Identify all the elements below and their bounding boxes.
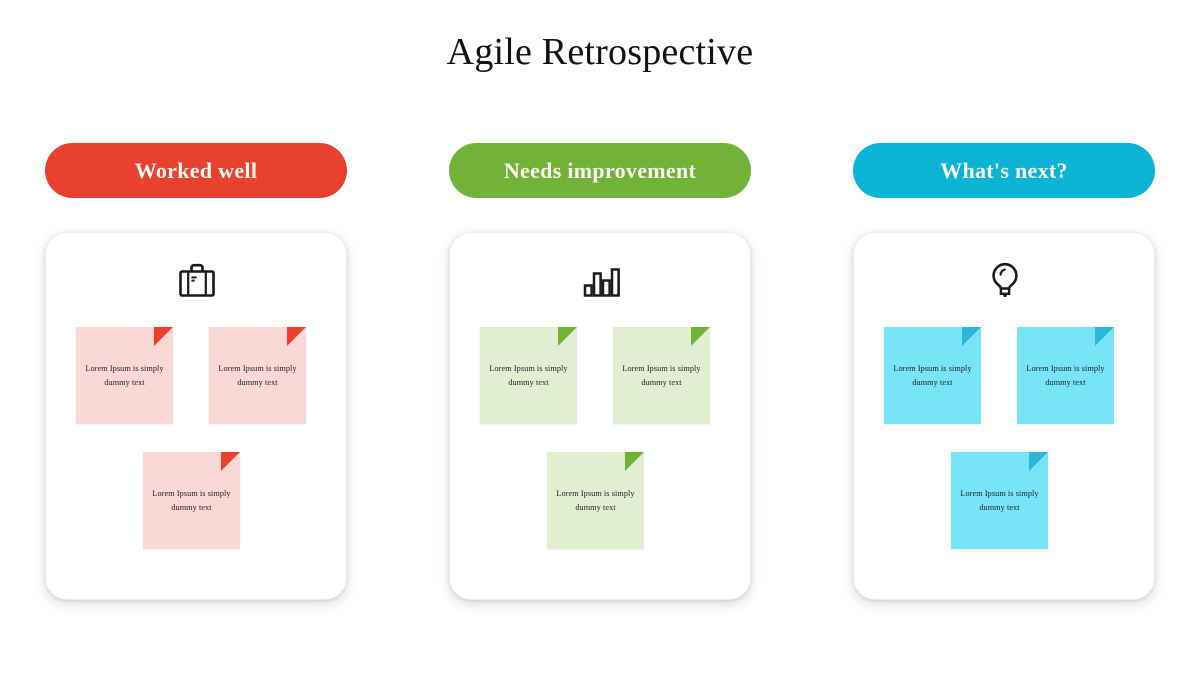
sticky-note-text: Lorem Ipsum is simply dummy text <box>893 364 972 387</box>
sticky-note-text: Lorem Ipsum is simply dummy text <box>85 364 164 387</box>
sticky-note-text: Lorem Ipsum is simply dummy text <box>152 489 231 512</box>
note-fold-icon <box>962 327 981 346</box>
sticky-note[interactable]: Lorem Ipsum is simply dummy text <box>547 452 644 549</box>
sticky-note-text: Lorem Ipsum is simply dummy text <box>622 364 701 387</box>
column-header-label: Worked well <box>134 157 258 183</box>
note-fold-icon <box>1029 452 1048 471</box>
notes-area: Lorem Ipsum is simply dummy text Lorem I… <box>450 327 752 597</box>
note-fold-icon <box>221 452 240 471</box>
sticky-note[interactable]: Lorem Ipsum is simply dummy text <box>480 327 577 424</box>
column-needs-improvement: Needs improvement Lorem Ipsum is simply … <box>449 143 751 600</box>
briefcase-icon <box>46 261 348 309</box>
lightbulb-icon <box>854 261 1156 309</box>
sticky-note[interactable]: Lorem Ipsum is simply dummy text <box>951 452 1048 549</box>
sticky-note-text: Lorem Ipsum is simply dummy text <box>1026 364 1105 387</box>
sticky-note-text: Lorem Ipsum is simply dummy text <box>218 364 297 387</box>
retrospective-columns: Worked well Lorem Ipsum <box>0 143 1200 600</box>
sticky-note-text: Lorem Ipsum is simply dummy text <box>556 489 635 512</box>
sticky-note-text: Lorem Ipsum is simply dummy text <box>489 364 568 387</box>
column-header-needs-improvement[interactable]: Needs improvement <box>449 143 751 198</box>
note-fold-icon <box>1095 327 1114 346</box>
notes-area: Lorem Ipsum is simply dummy text Lorem I… <box>854 327 1156 597</box>
column-worked-well: Worked well Lorem Ipsum <box>45 143 347 600</box>
note-fold-icon <box>691 327 710 346</box>
column-card-worked-well: Lorem Ipsum is simply dummy text Lorem I… <box>45 232 347 600</box>
note-fold-icon <box>625 452 644 471</box>
sticky-note-text: Lorem Ipsum is simply dummy text <box>960 489 1039 512</box>
note-fold-icon <box>558 327 577 346</box>
note-fold-icon <box>287 327 306 346</box>
column-header-label: What's next? <box>940 157 1068 183</box>
sticky-note[interactable]: Lorem Ipsum is simply dummy text <box>143 452 240 549</box>
page-title: Agile Retrospective <box>446 31 754 73</box>
column-header-worked-well[interactable]: Worked well <box>45 143 347 198</box>
column-card-needs-improvement: Lorem Ipsum is simply dummy text Lorem I… <box>449 232 751 600</box>
column-header-whats-next[interactable]: What's next? <box>853 143 1155 198</box>
sticky-note[interactable]: Lorem Ipsum is simply dummy text <box>1017 327 1114 424</box>
bar-chart-icon <box>450 261 752 309</box>
sticky-note[interactable]: Lorem Ipsum is simply dummy text <box>884 327 981 424</box>
note-fold-icon <box>154 327 173 346</box>
sticky-note[interactable]: Lorem Ipsum is simply dummy text <box>613 327 710 424</box>
column-header-label: Needs improvement <box>503 157 697 183</box>
notes-area: Lorem Ipsum is simply dummy text Lorem I… <box>46 327 348 597</box>
sticky-note[interactable]: Lorem Ipsum is simply dummy text <box>76 327 173 424</box>
column-card-whats-next: Lorem Ipsum is simply dummy text Lorem I… <box>853 232 1155 600</box>
sticky-note[interactable]: Lorem Ipsum is simply dummy text <box>209 327 306 424</box>
column-whats-next: What's next? Lorem Ipsum is simply dummy… <box>853 143 1155 600</box>
